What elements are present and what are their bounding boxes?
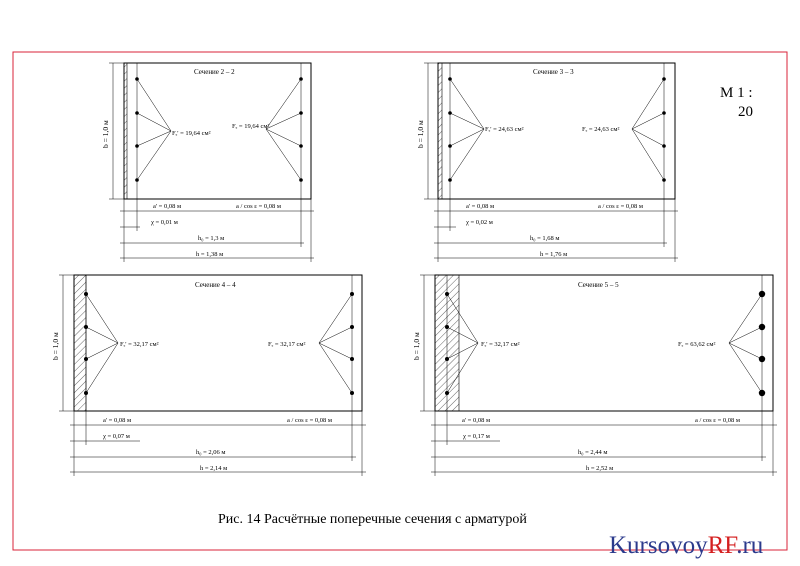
fs-left-label: Fₑ' = 32,17 см²: [120, 341, 159, 348]
site-watermark: KursovoyRF.ru: [609, 532, 764, 559]
fs-right-label: Fₑ = 24,63 см²: [582, 126, 619, 133]
h0-label: h₀ = 1,3 м: [198, 235, 224, 242]
height-label: b = 1,0 м: [51, 332, 60, 360]
fs-left-label: Fₑ' = 19,64 см²: [172, 130, 211, 137]
fs-left-label: Fₑ' = 32,17 см²: [481, 341, 520, 348]
svg-text:KursovoyRF.ru: KursovoyRF.ru: [609, 532, 764, 559]
section-5-5: Сечение 5 – 5 Fₑ' = 32,17 см² Fₑ = 63,62…: [412, 274, 777, 476]
right-rebars: [318, 292, 354, 395]
a-prime-label: a' = 0,08 м: [466, 203, 494, 210]
chi-label: χ = 0,02 м: [466, 219, 493, 226]
section-outline: [123, 62, 312, 200]
left-rebars: [135, 77, 172, 182]
section-title: Сечение 2 – 2: [194, 68, 235, 76]
fs-right-label: Fₑ = 19,64 см²: [232, 123, 269, 130]
a-cos-label: a / cos ε = 0,08 м: [598, 203, 643, 210]
left-rebars: [448, 77, 485, 182]
chi-label: χ = 0,17 м: [463, 433, 490, 440]
right-rebars: [265, 77, 303, 182]
a-cos-label: a / cos ε = 0,08 м: [236, 203, 281, 210]
chi-label: χ = 0,01 м: [151, 219, 178, 226]
h-label: h = 1,76 м: [540, 251, 567, 258]
h0-label: h₀ = 1,68 м: [530, 235, 560, 242]
watermark-suffix: .ru: [736, 532, 764, 559]
fs-right-label: Fₑ = 32,17 см²: [268, 341, 305, 348]
section-3-3: Сечение 3 – 3 Fₑ' = 24,63 см² Fₑ = 24,63…: [416, 62, 678, 262]
dimensions: [434, 199, 678, 262]
fs-left-label: Fₑ' = 24,63 см²: [485, 126, 524, 133]
figure-caption: Рис. 14 Расчётные поперечные сечения с а…: [218, 512, 527, 527]
section-title: Сечение 3 – 3: [533, 68, 574, 76]
dimensions: [120, 199, 314, 262]
watermark-red-part: RF: [708, 532, 738, 559]
compressed-zone-hatch: [123, 62, 128, 200]
a-cos-label: a / cos ε = 0,08 м: [287, 417, 332, 424]
fs-right-label: Fₑ = 63,62 см²: [678, 341, 715, 348]
compressed-zone-hatch: [73, 274, 87, 412]
a-prime-label: a' = 0,08 м: [153, 203, 181, 210]
height-label: b = 1,0 м: [416, 120, 425, 148]
section-title: Сечение 4 – 4: [195, 281, 236, 289]
h0-label: h₀ = 2,06 м: [196, 449, 226, 456]
a-cos-label: a / cos ε = 0,08 м: [695, 417, 740, 424]
section-outline: [437, 62, 676, 200]
section-2-2: Сечение 2 – 2 Fₑ' = 19,64 см² Fₑ = 19,64…: [101, 62, 314, 262]
h-label: h = 1,38 м: [196, 251, 223, 258]
scale-value: 20: [738, 104, 753, 120]
height-label: b = 1,0 м: [412, 332, 421, 360]
watermark-blue-part: Kursovoy: [609, 532, 708, 559]
dimensions: [431, 411, 777, 476]
a-prime-label: a' = 0,08 м: [462, 417, 490, 424]
h-label: h = 2,52 м: [586, 465, 613, 472]
right-rebars: [728, 290, 766, 397]
chi-label: χ = 0,07 м: [103, 433, 130, 440]
section-title: Сечение 5 – 5: [578, 281, 619, 289]
h0-label: h₀ = 2,44 м: [578, 449, 608, 456]
h-label: h = 2,14 м: [200, 465, 227, 472]
scale-label: M 1 :: [720, 85, 753, 101]
dimensions: [70, 411, 366, 476]
section-4-4: Сечение 4 – 4 Fₑ' = 32,17 см² Fₑ = 32,17…: [51, 274, 366, 476]
a-prime-label: a' = 0,08 м: [103, 417, 131, 424]
compressed-zone-hatch: [437, 62, 443, 200]
height-label: b = 1,0 м: [101, 120, 110, 148]
right-rebars: [631, 77, 666, 182]
left-rebars: [445, 292, 479, 395]
sheet-frame: [12, 51, 788, 551]
left-rebars: [84, 292, 119, 395]
